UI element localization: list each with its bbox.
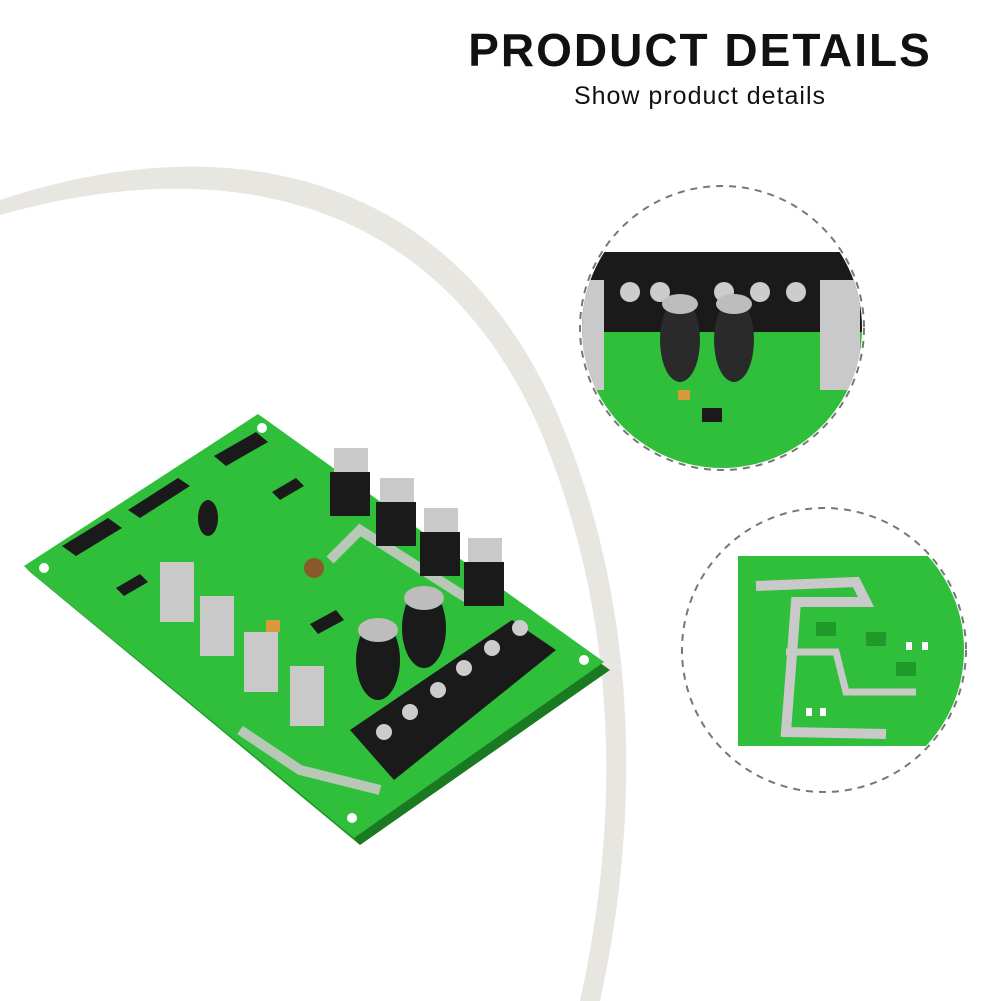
page-subtitle: Show product details <box>573 82 827 110</box>
detail-circle-bottom <box>681 507 967 793</box>
header: PRODUCT DETAILS Show product details <box>420 24 980 111</box>
detail-circle-top <box>579 185 865 471</box>
page-title: PRODUCT DETAILS <box>468 24 932 76</box>
